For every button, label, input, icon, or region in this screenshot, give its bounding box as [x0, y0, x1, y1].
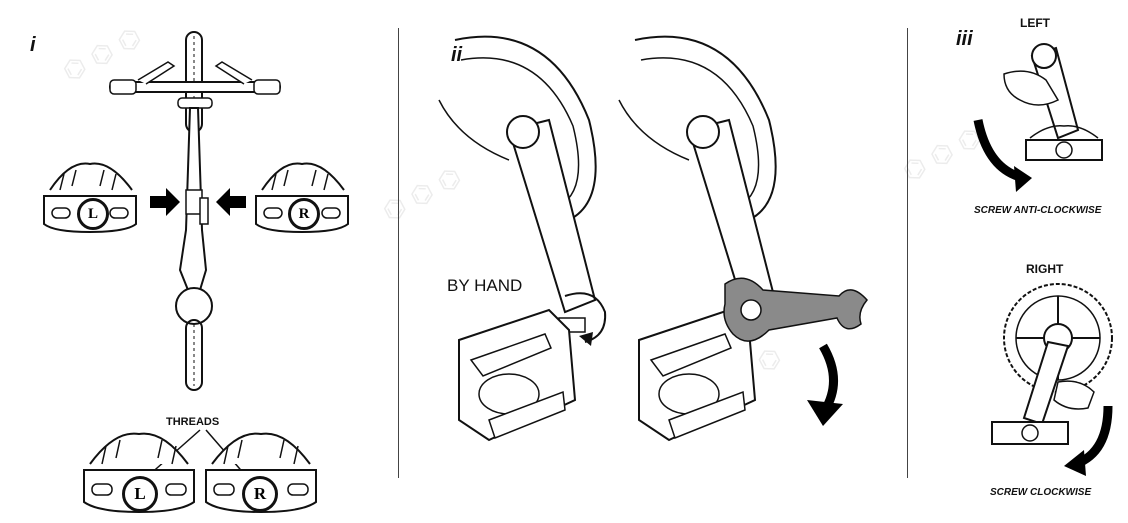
- panel-i: i L: [0, 0, 398, 523]
- pedal-right-letter: R: [298, 205, 310, 222]
- panel-numeral-iii: iii: [956, 28, 973, 50]
- pedal-left-illustration: [43, 162, 137, 234]
- right-title: RIGHT: [1026, 262, 1064, 276]
- bicycle-top-view: [109, 31, 281, 391]
- bottom-pedal-right-letter: R: [253, 484, 267, 503]
- right-caption: SCREW CLOCKWISE: [990, 487, 1092, 498]
- by-hand-label: BY HAND: [447, 276, 523, 295]
- panel-numeral-ii: ii: [451, 44, 463, 66]
- panel-iii: iii LEFT SCREW ANTI-CLOCKWISE RIGHT SCRE…: [908, 0, 1128, 523]
- panel-ii: ii BY HAND: [399, 0, 907, 523]
- bottom-pedal-left-letter: L: [134, 484, 146, 503]
- crank-with-wrench-illustration: [618, 35, 868, 442]
- panel-numeral-i: i: [30, 34, 36, 56]
- left-caption: SCREW ANTI-CLOCKWISE: [974, 205, 1102, 216]
- bottom-pedal-left-badge: L: [122, 476, 158, 512]
- left-title: LEFT: [1020, 16, 1050, 30]
- pedal-left-letter: L: [87, 205, 98, 222]
- left-pedal-removal-illustration: [973, 43, 1103, 192]
- threads-label: THREADS: [166, 416, 220, 428]
- pedal-left-badge: L: [77, 198, 109, 230]
- panel-divider-2: [907, 28, 908, 478]
- crank-by-hand-illustration: [438, 35, 607, 442]
- panel-divider-1: [398, 28, 399, 478]
- pedal-right-badge: R: [288, 198, 320, 230]
- threads-pointer-lines: [147, 429, 247, 477]
- bottom-pedal-left-illustration: [83, 432, 195, 514]
- right-pedal-removal-illustration: [991, 283, 1113, 476]
- bottom-pedal-right-badge: R: [242, 476, 278, 512]
